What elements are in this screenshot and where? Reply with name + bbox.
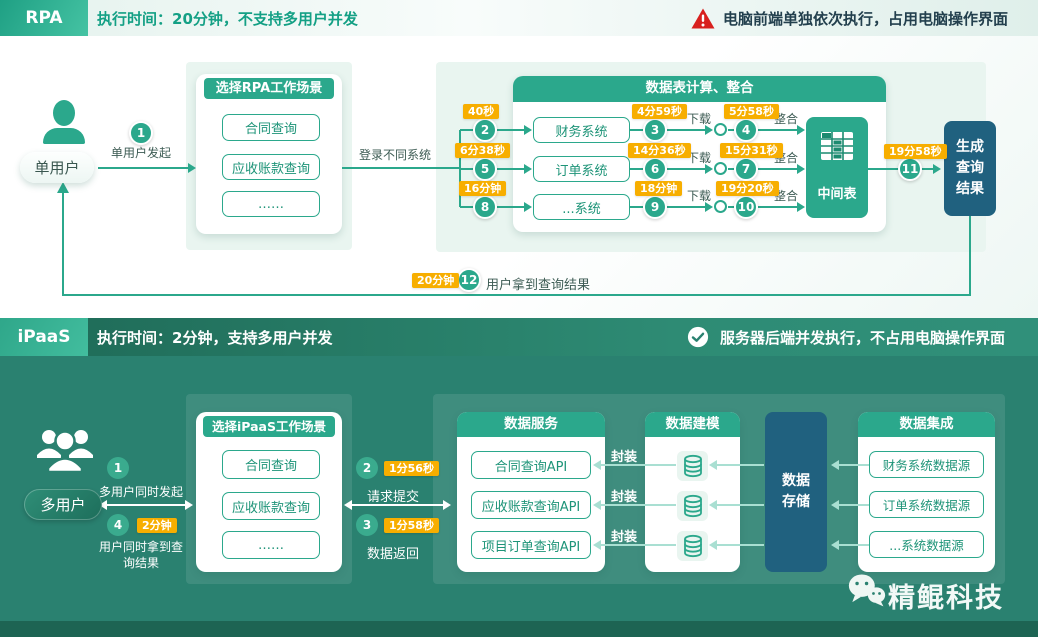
step-circle-3: 3	[643, 118, 667, 142]
download-label-1: 下载	[686, 112, 711, 126]
time-badge-5: 6分38秒	[455, 143, 510, 158]
rpa-tag: RPA	[0, 0, 88, 36]
step-circle-2: 2	[473, 118, 497, 142]
step-circle-7: 7	[734, 157, 758, 181]
wechat-icon	[848, 574, 886, 607]
time-badge-11: 19分58秒	[884, 144, 947, 159]
mid-table-label: 中间表	[817, 187, 857, 202]
ipaas-subtitle: 执行时间：2分钟，支持多用户并发	[97, 328, 333, 347]
single-user-pill: 单用户	[20, 152, 94, 183]
step-circle-12: 12	[457, 268, 481, 292]
step-circle-11: 11	[898, 157, 922, 181]
scenario-item-receivables-query: 应收账款查询	[222, 154, 320, 180]
system-box-finance: 财务系统	[533, 117, 630, 143]
ipaas-step-3-label: 数据返回	[366, 547, 419, 562]
wrap-label-3: 封装	[611, 530, 638, 545]
rpa-title-bar: RPA 执行时间：20分钟，不支持多用户并发 电脑前端单独依次执行，占用电脑操作…	[0, 0, 1038, 36]
step-circle-1: 1	[129, 121, 153, 145]
single-user-head	[53, 100, 75, 126]
rpa-scenario-title: 选择RPA工作场景	[204, 78, 334, 99]
multi-user-icon	[37, 430, 93, 474]
ipaas-step-circle-3: 3	[356, 514, 378, 536]
warning-triangle-icon	[691, 8, 715, 29]
ipaas-note-text: 服务器后端并发执行，不占用电脑操作界面	[720, 328, 1006, 347]
ipaas-step-circle-4: 4	[107, 514, 129, 536]
merge-label-1: 整合	[773, 112, 798, 126]
database-icon	[683, 454, 702, 478]
ipaas-tag: iPaaS	[0, 318, 88, 356]
ipaas-scenario-title: 选择iPaaS工作场景	[203, 416, 335, 437]
step-circle-9: 9	[643, 195, 667, 219]
mid-table-box: 中间表	[806, 117, 868, 218]
ipaas-step-2-label: 请求提交	[366, 490, 419, 505]
time-badge-12: 20分钟	[412, 273, 460, 288]
scenario-item-more: ……	[222, 191, 320, 217]
api-project-order-query: 项目订单查询API	[471, 531, 591, 559]
hollow-node-2	[714, 162, 727, 175]
time-badge-8: 16分钟	[459, 181, 507, 196]
ipaas-step-circle-1: 1	[107, 457, 129, 479]
ipaas-scenario-more: ……	[222, 531, 320, 559]
source-finance-system: 财务系统数据源	[869, 451, 984, 478]
api-receivables-query: 应收账款查询API	[471, 491, 591, 519]
step-circle-5: 5	[473, 157, 497, 181]
data-storage-box: 数据存储	[765, 412, 827, 572]
time-badge-3: 4分59秒	[632, 104, 687, 119]
source-order-system: 订单系统数据源	[869, 491, 984, 518]
check-circle-icon	[687, 326, 709, 348]
step-circle-6: 6	[643, 157, 667, 181]
database-tile-2	[677, 491, 708, 521]
time-badge-10: 19分20秒	[716, 181, 779, 196]
database-icon	[683, 534, 702, 558]
rpa-compute-title: 数据表计算、整合	[513, 76, 886, 102]
ipaas-time-badge-3: 1分58秒	[384, 518, 439, 533]
time-badge-7: 15分31秒	[720, 143, 783, 158]
multi-user-pill: 多用户	[24, 489, 102, 520]
scenario-item-contract-query: 合同查询	[222, 114, 320, 141]
ipaas-time-badge-2: 1分56秒	[384, 461, 439, 476]
data-storage-label: 数据存储	[782, 473, 810, 510]
ipaas-step-circle-2: 2	[356, 457, 378, 479]
login-systems-label: 登录不同系统	[358, 148, 431, 162]
download-label-2: 下载	[686, 151, 711, 165]
source-other-system: ...系统数据源	[869, 531, 984, 558]
step-circle-10: 10	[734, 195, 758, 219]
data-modeling-title: 数据建模	[645, 412, 740, 437]
database-tile-3	[677, 531, 708, 561]
time-badge-6: 14分36秒	[628, 143, 691, 158]
table-grid-icon	[821, 132, 853, 160]
query-result-label: 生成查询结果	[956, 139, 984, 197]
ipaas-step-1-label: 多用户同时发起	[98, 485, 183, 499]
rpa-subtitle: 执行时间：20分钟，不支持多用户并发	[97, 9, 358, 28]
step-12-label: 用户拿到查询结果	[486, 278, 591, 293]
ipaas-step-4-label: 用户同时拿到查询结果	[99, 540, 184, 571]
single-user-body	[43, 128, 85, 144]
time-badge-9: 18分钟	[635, 181, 683, 196]
rpa-warning-text: 电脑前端单独依次执行，占用电脑操作界面	[723, 9, 1009, 28]
step-circle-8: 8	[473, 195, 497, 219]
ipaas-scenario-receivables-query: 应收账款查询	[222, 492, 320, 520]
step-1-label: 单用户发起	[110, 146, 171, 160]
system-box-other: ...系统	[533, 194, 630, 220]
database-icon	[683, 494, 702, 518]
api-contract-query: 合同查询API	[471, 451, 591, 479]
ipaas-title-bar: iPaaS 执行时间：2分钟，支持多用户并发 服务器后端并发执行，不占用电脑操作…	[0, 318, 1038, 356]
query-result-box: 生成查询结果	[944, 121, 996, 216]
wrap-label-1: 封装	[611, 450, 638, 465]
ipaas-time-badge-4: 2分钟	[137, 518, 177, 533]
ipaas-scenario-contract-query: 合同查询	[222, 450, 320, 479]
wrap-label-2: 封装	[611, 490, 638, 505]
hollow-node-1	[714, 123, 727, 136]
data-services-title: 数据服务	[457, 412, 605, 437]
step-circle-4: 4	[734, 118, 758, 142]
time-badge-2: 40秒	[463, 104, 500, 119]
brand-watermark: 精鲲科技	[888, 583, 1004, 614]
system-box-order: 订单系统	[533, 156, 630, 182]
data-integration-title: 数据集成	[858, 412, 995, 437]
time-badge-4: 5分58秒	[724, 104, 779, 119]
hollow-node-3	[714, 200, 727, 213]
database-tile-1	[677, 451, 708, 481]
bottom-strip	[0, 621, 1038, 637]
download-label-3: 下载	[686, 189, 711, 203]
